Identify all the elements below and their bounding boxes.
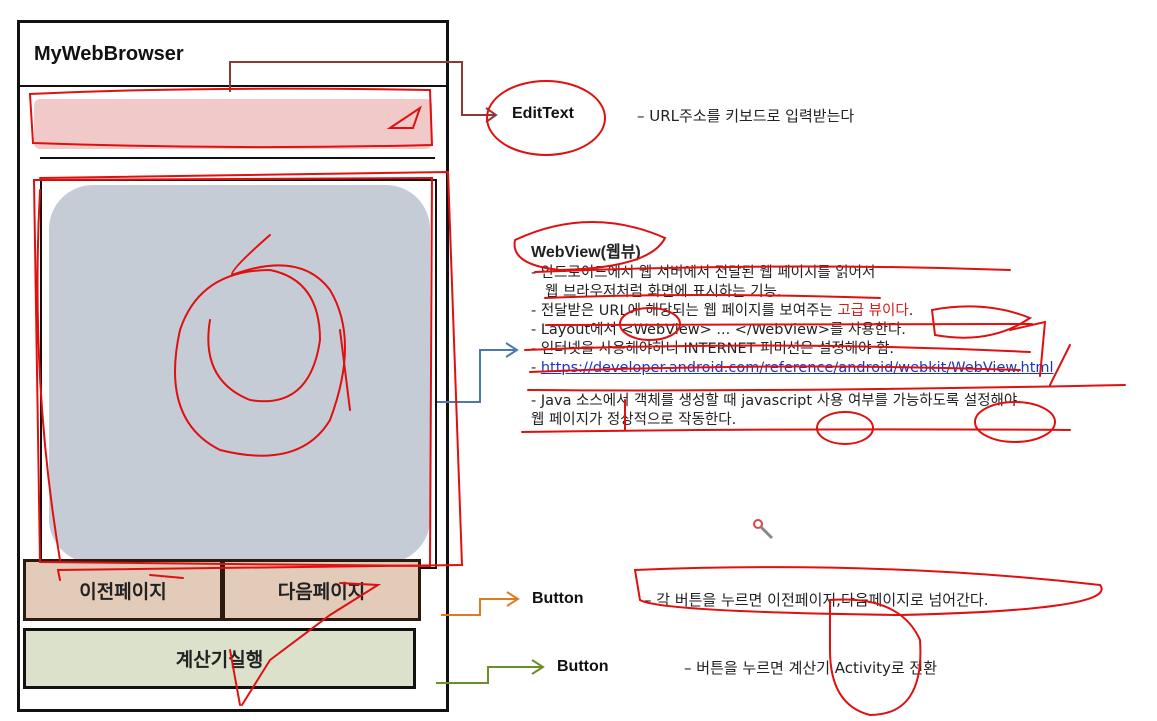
prev-page-button[interactable]: 이전페이지 bbox=[23, 559, 223, 621]
webview-line-6: - https://developer.android.com/referenc… bbox=[531, 359, 1151, 378]
webview-frame bbox=[40, 179, 437, 569]
webview-line-7: - Java 소스에서 객체를 생성할 때 javascript 사용 여부를 … bbox=[531, 393, 1018, 409]
webview-line-2: 웹 브라우저처럼 화면에 표시하는 기능. bbox=[545, 284, 782, 300]
webview-line-6a: - bbox=[531, 360, 541, 376]
webview-description: WebView(웹뷰) - 안드로이드에서 웹 서버에서 전달된 웹 페이지를 … bbox=[531, 243, 1151, 430]
button2-description: – 버튼을 누르면 계산기 Activity로 전환 bbox=[684, 659, 938, 677]
button2-connector-arrow bbox=[436, 659, 545, 684]
edittext-description: – URL주소를 키보드로 입력받는다 bbox=[637, 107, 855, 125]
button1-label: Button bbox=[532, 590, 584, 607]
webview-line-3a: - 전달받은 URL에 해당되는 웹 페이지를 보여주는 bbox=[531, 303, 838, 319]
webview-line-3: - 전달받은 URL에 해당되는 웹 페이지를 보여주는 고급 뷰이다. bbox=[531, 302, 1151, 321]
webview-line-5: - 인터넷을 사용해야하니 INTERNET 퍼미션은 설정해야 함. bbox=[531, 341, 895, 357]
title-divider bbox=[20, 85, 446, 87]
webview-line-3c: . bbox=[908, 303, 914, 319]
button1-description: – 각 버튼을 누르면 이전페이지,다음페이지로 넘어간다. bbox=[644, 591, 989, 609]
webview-line-4: - Layout에서 <WebView> ... </WebView>를 사용한… bbox=[531, 322, 906, 338]
button1-connector-arrow bbox=[441, 591, 520, 616]
app-title: MyWebBrowser bbox=[34, 43, 184, 65]
url-edittext[interactable] bbox=[34, 99, 432, 149]
webview-connector-arrow bbox=[437, 342, 519, 403]
webview-line-8: 웹 페이지가 정상적으로 작동한다. bbox=[531, 412, 737, 428]
webview-area[interactable] bbox=[49, 185, 430, 563]
url-divider bbox=[40, 157, 435, 159]
webview-docs-link[interactable]: https://developer.android.com/reference/… bbox=[540, 360, 1054, 376]
webview-title: WebView(웹뷰) bbox=[531, 244, 641, 261]
button2-label: Button bbox=[557, 658, 609, 675]
calculator-button[interactable]: 계산기실행 bbox=[23, 628, 416, 689]
webview-advanced-view: 고급 뷰이다 bbox=[837, 303, 909, 319]
edittext-label: EditText bbox=[512, 105, 574, 122]
next-page-button[interactable]: 다음페이지 bbox=[222, 559, 421, 621]
webview-line-1: - 안드로이드에서 웹 서버에서 전달된 웹 페이지를 읽어서 bbox=[531, 265, 876, 281]
cursor-icon bbox=[752, 518, 776, 542]
